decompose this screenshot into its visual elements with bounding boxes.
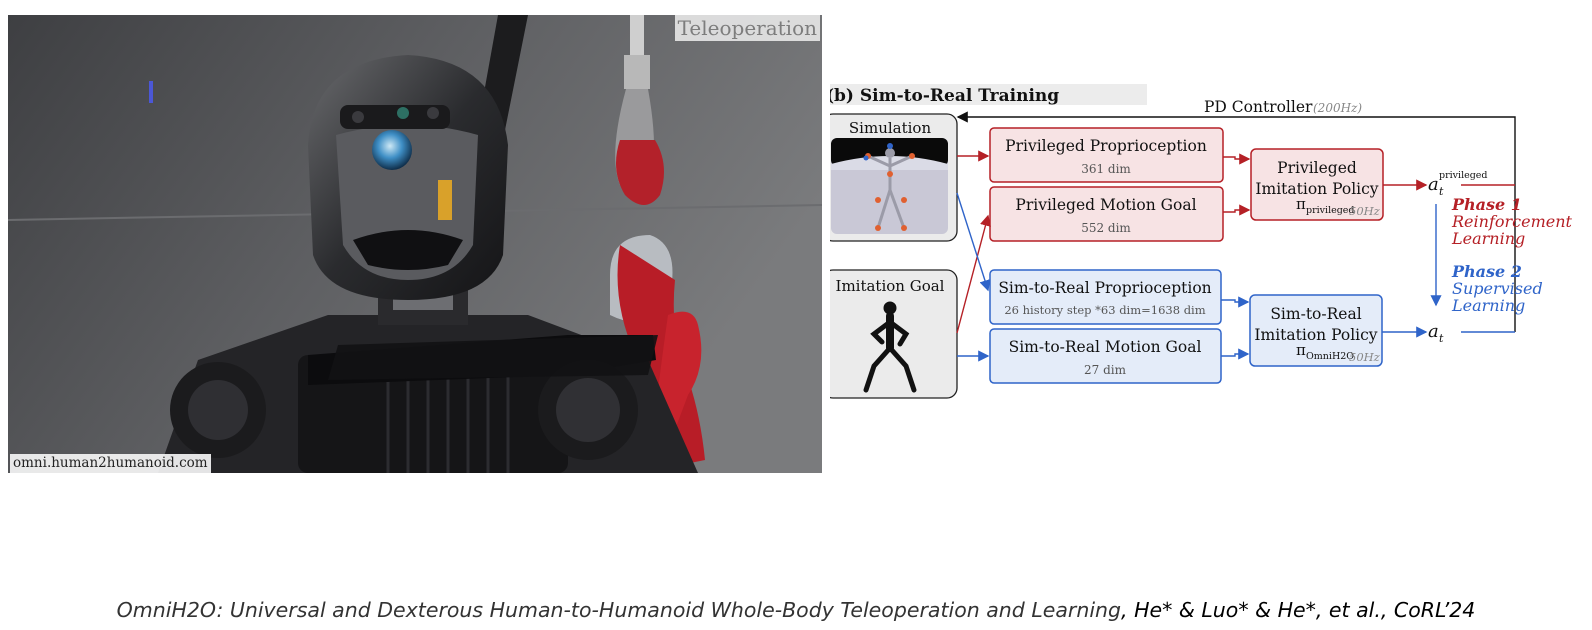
sim-to-real-flow-arrows <box>956 192 1515 362</box>
privileged-policy-line2: Imitation Policy <box>1255 180 1378 198</box>
svg-text:a: a <box>1428 321 1439 342</box>
sim-to-real-policy-rate: 50Hz <box>1349 350 1381 364</box>
sim-to-real-proprioception-box <box>989 269 1222 325</box>
privileged-motion-goal-title: Privileged Motion Goal <box>1015 196 1196 214</box>
svg-text:a: a <box>1428 174 1439 195</box>
pd-controller-loop-arrow <box>956 111 1516 189</box>
section-title: (b) Sim-to-Real Training <box>830 86 1059 106</box>
pd-controller-rate: (200Hz) <box>1313 101 1362 115</box>
privileged-policy-rate: 50Hz <box>1349 204 1381 218</box>
sim-to-real-proprioception-title: Sim-to-Real Proprioception <box>998 279 1211 297</box>
privileged-proprioception-title: Privileged Proprioception <box>1005 137 1207 155</box>
svg-text:t: t <box>1439 332 1444 345</box>
privileged-policy-symbol: π <box>1296 195 1306 213</box>
teleoperation-photo: Teleoperation omni.human2humanoid.com <box>8 15 822 473</box>
svg-text:Learning: Learning <box>1451 296 1525 315</box>
website-url-label: omni.human2humanoid.com <box>10 454 211 473</box>
svg-text:Supervised: Supervised <box>1452 279 1543 298</box>
svg-text:t: t <box>1439 185 1444 198</box>
paper-citation-caption: OmniH2O: Universal and Dexterous Human-t… <box>0 598 1592 622</box>
phase1-label: Phase 1 Reinforcement Learning <box>1451 195 1573 248</box>
simulation-label: Simulation <box>849 119 932 137</box>
sim-to-real-motion-goal-dim: 27 dim <box>1084 363 1127 377</box>
svg-text:Learning: Learning <box>1451 229 1525 248</box>
sim-to-real-training-diagram: (b) Sim-to-Real Training PD Controller (… <box>830 78 1592 438</box>
svg-text:Phase 1: Phase 1 <box>1451 195 1522 214</box>
pd-controller-label: PD Controller <box>1204 98 1313 116</box>
simulated-humanoid-image <box>831 138 948 234</box>
sim-to-real-action-label: a t <box>1428 321 1444 345</box>
paper-title: OmniH2O: Universal and Dexterous Human-t… <box>116 598 1122 622</box>
privileged-policy-line1: Privileged <box>1277 159 1357 177</box>
imitation-goal-label: Imitation Goal <box>836 277 945 295</box>
privileged-proprioception-box <box>989 127 1224 183</box>
humanoid-robot-image <box>8 15 822 473</box>
sim-to-real-motion-goal-title: Sim-to-Real Motion Goal <box>1009 338 1202 356</box>
privileged-action-label: a t privileged <box>1428 170 1488 198</box>
privileged-motion-goal-box <box>989 186 1224 242</box>
human-motion-figure <box>863 301 917 393</box>
sim-to-real-imitation-policy-box <box>1249 294 1383 367</box>
svg-text:Reinforcement: Reinforcement <box>1451 212 1573 231</box>
privileged-proprioception-dim: 361 dim <box>1081 162 1131 176</box>
privileged-policy-subscript: privileged <box>1306 205 1355 216</box>
sim-to-real-policy-line1: Sim-to-Real <box>1270 305 1361 323</box>
teleoperation-label: Teleoperation <box>674 15 820 41</box>
section-title-bg <box>830 84 1147 105</box>
sim-to-real-policy-subscript: OmniH2O <box>1306 351 1354 362</box>
privileged-motion-goal-dim: 552 dim <box>1081 221 1131 235</box>
sim-to-real-policy-symbol: π <box>1296 341 1306 359</box>
svg-text:privileged: privileged <box>1439 170 1488 181</box>
privileged-flow-arrows <box>956 150 1515 334</box>
paper-authors: , He* & Luo* & He*, et al., CoRL’24 <box>1121 598 1476 622</box>
phase2-label: Phase 2 Supervised Learning <box>1451 262 1543 315</box>
svg-text:Phase 2: Phase 2 <box>1451 262 1522 281</box>
sim-to-real-proprioception-dim: 26 history step *63 dim=1638 dim <box>1004 303 1205 317</box>
sim-to-real-policy-line2: Imitation Policy <box>1254 326 1377 344</box>
